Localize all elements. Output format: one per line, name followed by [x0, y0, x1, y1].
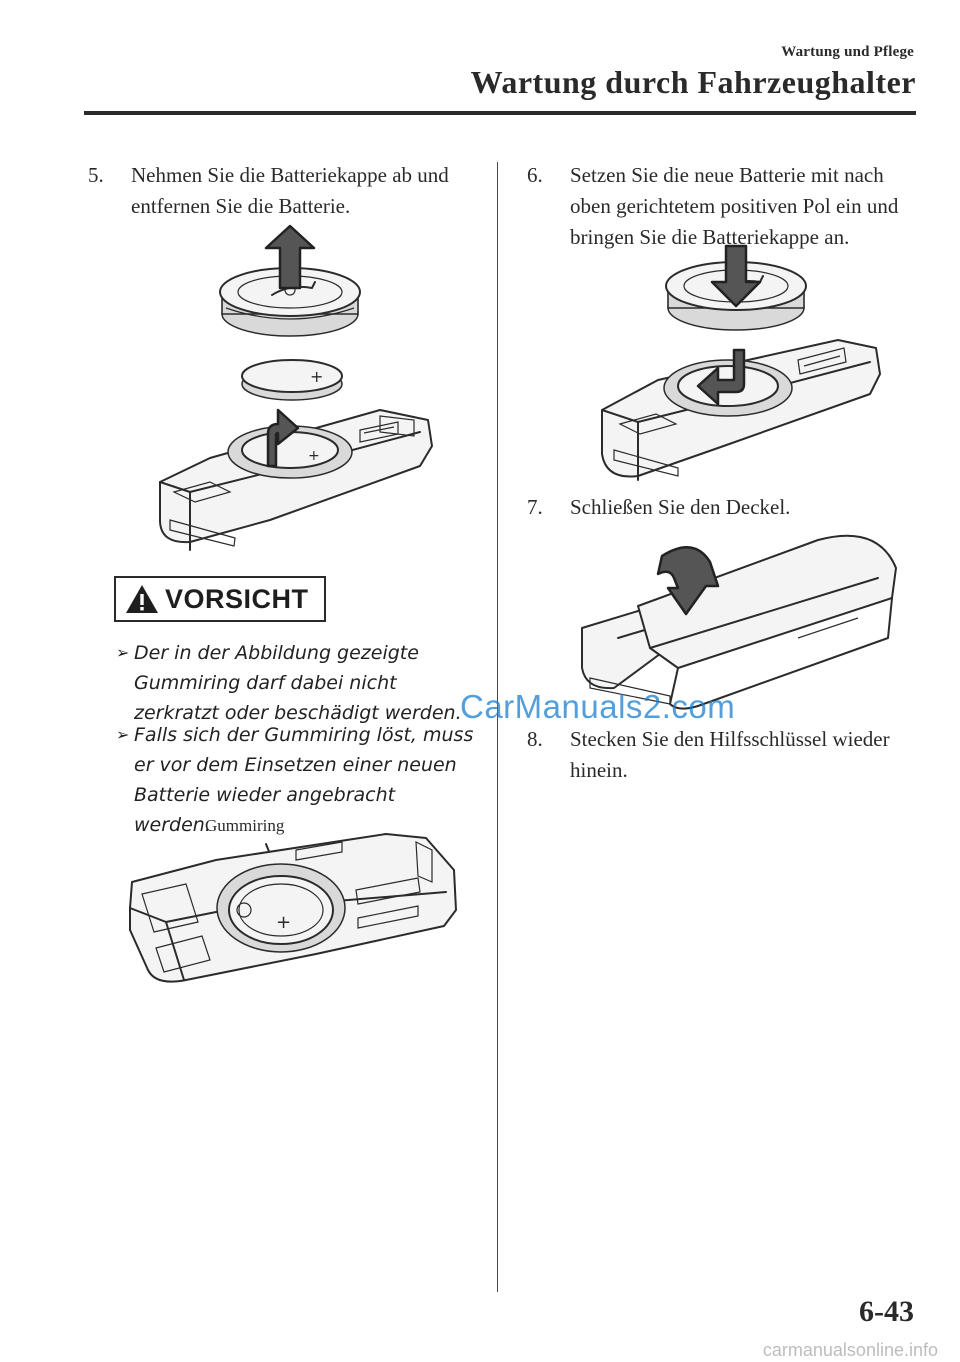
chapter-title: Wartung durch Fahrzeughalter	[470, 64, 916, 100]
caution-label: VORSICHT	[165, 583, 309, 614]
step-text: Setzen Sie die neue Batterie mit nach ob…	[570, 163, 899, 249]
step-number: 7.	[527, 495, 543, 519]
illustration-close-cover	[581, 534, 897, 710]
column-divider	[497, 162, 498, 1292]
step-text: Schließen Sie den Deckel.	[570, 495, 791, 519]
arrow-bullet-icon: ➢	[116, 643, 130, 662]
curved-down-arrow-icon	[656, 546, 720, 616]
caution-item-text: Der in der Abbildung gezeigte Gummiring …	[134, 642, 462, 724]
step-5: 5. Nehmen Sie die Batteriekappe ab und e…	[88, 160, 483, 222]
step-number: 5.	[88, 163, 104, 187]
step-number: 6.	[527, 163, 543, 187]
callout-gummiring: Gummiring	[205, 816, 285, 835]
watermark: CarManuals2.com	[460, 688, 736, 725]
step-text: Nehmen Sie die Batteriekappe ab und entf…	[131, 163, 449, 218]
footer-watermark: carmanualsonline.info	[762, 1340, 938, 1360]
header-rule	[84, 111, 916, 115]
curved-down-arrow-icon	[696, 348, 746, 406]
illustration-gummiring: +	[129, 833, 457, 983]
section-title: Wartung und Pflege	[781, 44, 914, 60]
caution-box: VORSICHT	[114, 576, 326, 622]
up-arrow-icon	[264, 224, 316, 290]
svg-text:+: +	[308, 448, 320, 464]
arrow-bullet-icon: ➢	[116, 725, 130, 744]
caution-item-text: Falls sich der Gummiring löst, muss er v…	[134, 724, 474, 836]
caution-item-1: ➢ Der in der Abbildung gezeigte Gummirin…	[116, 638, 476, 728]
illustration-remove-cap: + +	[159, 224, 433, 551]
step-6: 6. Setzen Sie die neue Batterie mit nach…	[527, 160, 922, 253]
down-arrow-icon	[710, 244, 762, 308]
svg-text:+: +	[310, 367, 323, 386]
step-text: Stecken Sie den Hilfsschlüssel wieder hi…	[570, 727, 890, 782]
svg-text:+: +	[276, 912, 291, 933]
page-number: 6-43	[859, 1295, 914, 1328]
curved-up-arrow-icon	[266, 408, 300, 468]
step-7: 7. Schließen Sie den Deckel.	[527, 492, 922, 523]
step-8: 8. Stecken Sie den Hilfsschlüssel wieder…	[527, 724, 922, 786]
step-number: 8.	[527, 727, 543, 751]
caution-item-2: ➢ Falls sich der Gummiring löst, muss er…	[116, 720, 476, 840]
illustration-insert-battery: +	[601, 244, 881, 481]
warning-triangle-icon	[126, 585, 158, 613]
